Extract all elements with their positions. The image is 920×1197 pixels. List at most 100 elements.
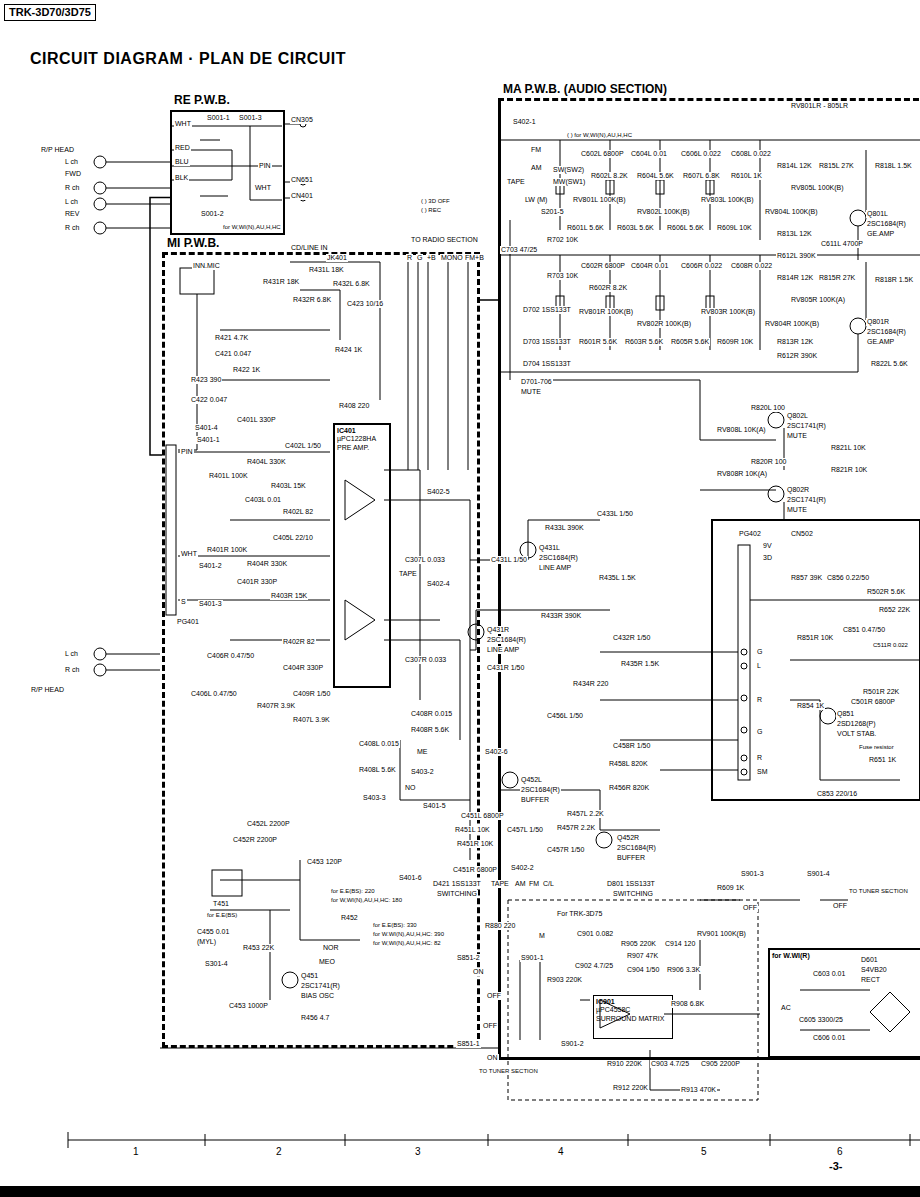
component-label: R612L 390K (776, 252, 817, 260)
component-label: R606L 5.6K (666, 224, 705, 232)
component-label: R820R 100 (750, 458, 787, 466)
component-label: R913 470K (680, 1086, 717, 1094)
component-label: L (756, 662, 762, 670)
component-label: R457L 2.2K (566, 810, 605, 818)
component-label: R501R 22K (862, 688, 900, 696)
component-label: for E.E(BS): 220 (330, 888, 376, 895)
component-label: C453 120P (306, 858, 343, 866)
component-label: NOR (322, 944, 340, 952)
component-label: R422 1K (232, 366, 261, 374)
component-label: C452R 2200P (232, 836, 278, 844)
component-label: R851R 10K (796, 634, 834, 642)
component-label: for E.E(BS) (206, 912, 238, 919)
component-label: C433L 1/50 (596, 510, 634, 518)
component-label: OFF (832, 902, 848, 910)
node-text: IC401 (335, 427, 389, 435)
component-label: 2 (275, 1146, 283, 1158)
component-label: S851-1 (456, 1040, 481, 1048)
component-label: R433R 390K (540, 612, 582, 620)
component-label: 5 (700, 1146, 708, 1158)
component-label: R407R 3.9K (256, 702, 296, 710)
component-label: C406R 0.47/50 (206, 652, 255, 660)
component-label: G (416, 254, 423, 262)
component-label: R434R 220 (572, 680, 609, 688)
component-label: C914 120 (664, 940, 696, 948)
component-label: C408R 0.015 (410, 710, 453, 718)
component-label: LINE AMP (538, 564, 572, 572)
component-label: for W,WI(N),AU,H,HC: 82 (372, 940, 442, 947)
component-label: MUTE (786, 432, 808, 440)
component-label: 4 (557, 1146, 565, 1158)
component-label: OFF (742, 904, 758, 912)
component-label: RV804L 100K(B) (764, 208, 819, 216)
component-label: R403R 15K (270, 592, 308, 600)
component-label: BLK (174, 174, 189, 182)
component-label: FM+B (464, 254, 485, 262)
component-label: R912 220K (612, 1084, 649, 1092)
component-label: RV808R 10K(A) (716, 470, 768, 478)
component-label: CN651 (290, 176, 314, 184)
component-label: S401-5 (422, 802, 447, 810)
component-label: SW(SW2) (552, 166, 585, 174)
component-label: S (180, 598, 187, 606)
component-label: BUFFER (616, 854, 646, 862)
component-label: C401R 330P (236, 578, 278, 586)
component-label: D702 1SS133T (522, 306, 572, 314)
component-label: D704 1SS133T (522, 360, 572, 368)
component-label: G (756, 648, 763, 656)
component-label: 2SD1268(P) (836, 720, 877, 728)
component-label: S401-3 (198, 600, 223, 608)
component-label: Q802R (786, 486, 810, 494)
component-label: TAPE (490, 880, 510, 888)
component-label: For TRK-3D75 (556, 910, 603, 918)
component-label: TO RADIO SECTION (410, 236, 479, 244)
component-label: PG402 (738, 530, 762, 538)
component-label: Q801L (866, 210, 889, 218)
component-label: CN305 (290, 116, 314, 124)
component-label: C606 0.01 (812, 1034, 846, 1042)
component-label: C603 0.01 (812, 970, 846, 978)
component-label: R815R 27K (818, 274, 856, 282)
component-label: C606R 0.022 (680, 262, 723, 270)
component-label: BIAS OSC (300, 992, 335, 1000)
component-label: R ch (64, 184, 80, 192)
component-label: PG401 (176, 618, 200, 626)
component-label: C703 47/25 (500, 246, 538, 254)
component-label: TO TUNER SECTION (848, 888, 909, 895)
component-label: for E.E(BS): 330 (372, 922, 418, 929)
component-label: 6 (836, 1146, 844, 1158)
component-label: L ch (64, 650, 79, 658)
component-label: CD/LINE IN (290, 244, 329, 252)
component-label: ON (472, 968, 485, 976)
component-label: S001-3 (238, 114, 263, 122)
component-label: S403-3 (362, 794, 387, 802)
component-label: C422 0.047 (190, 396, 228, 404)
component-label: R612R 390K (776, 352, 818, 360)
component-label: S401-1 (196, 436, 221, 444)
component-label: S001-1 (206, 114, 231, 122)
component-label: R906 3.3K (666, 966, 701, 974)
component-label: R820L 100 (750, 404, 786, 412)
component-label: C608L 0.022 (730, 150, 772, 158)
component-label: M (538, 932, 546, 940)
component-label: R818L 1.5K (874, 162, 913, 170)
component-label: -3- (828, 1160, 843, 1173)
component-label: S402-6 (484, 748, 509, 756)
component-label: MW(SW1) (552, 178, 586, 186)
component-label: INN.MIC (192, 262, 221, 270)
component-label: R451R 10K (456, 840, 494, 848)
component-label: RV804R 100K(B) (764, 320, 820, 328)
component-label: S001-2 (200, 210, 225, 218)
component-label: RV803L 100K(B) (700, 196, 755, 204)
component-label: C455 0.01 (196, 928, 230, 936)
component-label: C402L 1/50 (284, 442, 322, 450)
component-label: Q851 (836, 710, 855, 718)
component-label: SM (756, 768, 769, 776)
component-label: R910 220K (606, 1060, 643, 1068)
component-label: L ch (64, 158, 79, 166)
component-label: R604L 5.6K (636, 172, 675, 180)
ic-box: IC401µPC1228HAPRE AMP. (333, 423, 391, 688)
component-label: Q451 (300, 972, 319, 980)
